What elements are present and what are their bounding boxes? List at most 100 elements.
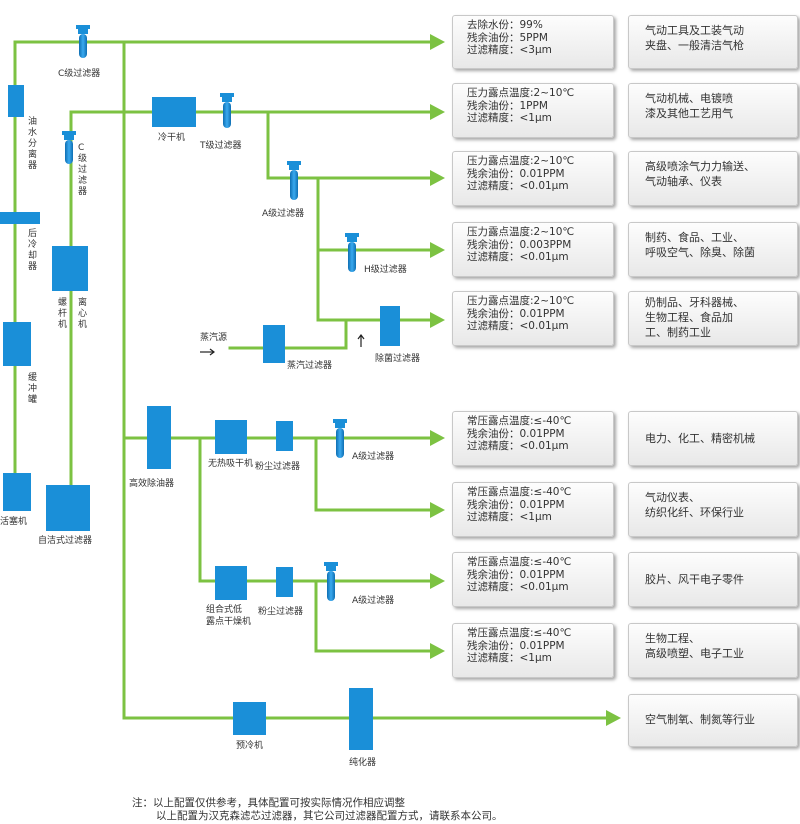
- label-h-filter: H级过滤器: [364, 263, 407, 275]
- buffer-tank: [3, 322, 31, 366]
- spec-box-9: 常压露点温度:≤-40℃ 残余油份：0.01PPM 过滤精度：<1μm: [452, 623, 614, 678]
- app-box-9: 生物工程、 高级喷塑、电子工业: [628, 623, 798, 678]
- spec-line: 过滤精度：<0.01μm: [467, 180, 569, 192]
- spec-box-2: 压力露点温度:2~10℃ 残余油份：1PPM 过滤精度：<1μm: [452, 83, 614, 138]
- filter-h: [345, 233, 359, 272]
- spec-line: 过滤精度：<0.01μm: [467, 320, 569, 332]
- label-a-filter-2: A级过滤器: [352, 450, 394, 462]
- self-cleaning-filter: [46, 485, 90, 531]
- high-eff-oil-remover-unit: [147, 406, 171, 469]
- app-line: 工、制药工业: [645, 326, 711, 339]
- spec-box-8: 常压露点温度:≤-40℃ 残余油份：0.01PPM 过滤精度：<0.01μm: [452, 552, 614, 607]
- sterilizing-filter-unit: [380, 306, 400, 346]
- spec-line: 过滤精度：<1μm: [467, 511, 552, 523]
- label-combined-dryer-1: 组合式低: [206, 603, 242, 615]
- precooler-unit: [233, 702, 266, 735]
- oil-water-separator: [8, 85, 24, 117]
- app-line: 电力、化工、精密机械: [645, 432, 755, 445]
- spec-line: 残余油份：0.01PPM: [467, 639, 565, 652]
- combined-dryer-unit: [215, 566, 247, 600]
- spec-line: 过滤精度：<0.01μm: [467, 251, 569, 263]
- spec-box-3: 压力露点温度:2~10℃ 残余油份：0.01PPM 过滤精度：<0.01μm: [452, 151, 614, 206]
- label-high-eff-oil-remover: 高效除油器: [129, 477, 174, 489]
- label-steam-source: 蒸汽源: [200, 331, 227, 343]
- spec-line: 常压露点温度:≤-40℃: [467, 556, 572, 568]
- spec-line: 常压露点温度:≤-40℃: [467, 486, 572, 498]
- note-line-1: 注：以上配置仅供参考，具体配置可按实际情况作相应调整: [132, 797, 405, 809]
- spec-line: 残余油份：1PPM: [467, 99, 548, 112]
- piston-machine: [3, 473, 31, 511]
- filter-a-3: [324, 562, 338, 601]
- spec-line: 过滤精度：<1μm: [467, 112, 552, 124]
- app-box-5: 奶制品、牙科器械、 生物工程、食品加 工、制药工业: [628, 291, 798, 346]
- app-line: 气动轴承、仪表: [645, 175, 722, 188]
- spec-line: 过滤精度：<1μm: [467, 652, 552, 664]
- component-labels: 油水分离器 后冷却器 缓冲罐 活塞机 螺杆机 离心机 自洁式过滤器 C级过滤器 …: [0, 67, 420, 768]
- app-line: 高级喷塑、电子工业: [645, 647, 744, 660]
- label-heatless-dryer: 无热吸干机: [208, 457, 253, 469]
- label-dust-filter-2: 粉尘过滤器: [258, 605, 303, 617]
- label-piston-machine: 活塞机: [0, 515, 27, 527]
- label-t-filter: T级过滤器: [199, 139, 242, 151]
- spec-box-6: 常压露点温度:≤-40℃ 残余油份：0.01PPM 过滤精度：<0.01μm: [452, 411, 614, 466]
- spec-line: 压力露点温度:2~10℃: [467, 155, 575, 167]
- screw-centrifugal-machine: [52, 246, 88, 291]
- aftercooler: [0, 212, 40, 224]
- app-line: 夹盘、一般清洁气枪: [645, 39, 744, 52]
- filter-t: [220, 93, 234, 128]
- label-buffer-tank: 缓冲罐: [28, 371, 37, 405]
- app-line: 漆及其他工艺用气: [645, 107, 733, 120]
- dust-filter-unit-1: [276, 421, 293, 451]
- app-box-3: 高级喷涂气力力输送、 气动轴承、仪表: [628, 151, 798, 206]
- filter-a: [287, 161, 301, 200]
- spec-line: 残余油份：0.01PPM: [467, 307, 565, 320]
- dryer-unit: [152, 97, 196, 127]
- app-box-last: 空气制氧、制氮等行业: [628, 694, 798, 747]
- app-box-2: 气动机械、电镀喷 漆及其他工艺用气: [628, 83, 798, 138]
- app-box-4: 制药、食品、工业、 呼吸空气、除臭、除菌: [628, 222, 798, 277]
- spec-box-1: 去除水份：99% 残余油份：5PPM 过滤精度：<3μm: [452, 15, 614, 69]
- label-c-filter-top: C级过滤器: [58, 67, 100, 79]
- spec-line: 压力露点温度:2~10℃: [467, 87, 575, 99]
- label-dryer: 冷干机: [158, 131, 185, 143]
- spec-line: 残余油份：0.003PPM: [467, 238, 572, 251]
- app-box-6: 电力、化工、精密机械: [628, 411, 798, 466]
- spec-box-4: 压力露点温度:2~10℃ 残余油份：0.003PPM 过滤精度：<0.01μm: [452, 222, 614, 277]
- spec-line: 残余油份：0.01PPM: [467, 427, 565, 440]
- label-a-filter-3: A级过滤器: [352, 594, 394, 606]
- heatless-dryer-unit: [215, 420, 247, 454]
- app-box-1: 气动工具及工装气动 夹盘、一般清洁气枪: [628, 15, 798, 69]
- note-line-2: 以上配置为汉克森滤芯过滤器，其它公司过滤器配置方式，请联系本公司。: [156, 810, 503, 822]
- purifier-unit: [349, 688, 373, 750]
- spec-line: 压力露点温度:2~10℃: [467, 295, 575, 307]
- filter-c-top: [76, 25, 90, 58]
- label-purifier: 纯化器: [349, 756, 376, 768]
- spec-line: 常压露点温度:≤-40℃: [467, 415, 572, 427]
- spec-line: 残余油份：0.01PPM: [467, 498, 565, 511]
- filter-c-vertical: [62, 131, 76, 164]
- app-line: 空气制氧、制氮等行业: [645, 713, 755, 726]
- pipes: [13, 40, 608, 720]
- steam-arrows: [200, 334, 365, 356]
- label-aftercooler: 后冷却器: [28, 228, 37, 272]
- label-self-cleaning-filter: 自洁式过滤器: [38, 534, 92, 546]
- filter-a-2: [333, 419, 347, 458]
- app-line: 奶制品、牙科器械、: [645, 296, 744, 309]
- spec-line: 常压露点温度:≤-40℃: [467, 627, 572, 639]
- label-oil-water-separator: 油水分离器: [28, 115, 37, 171]
- label-centrifugal-machine: 离心机: [78, 296, 87, 330]
- app-line: 气动机械、电镀喷: [645, 92, 733, 105]
- spec-line: 压力露点温度:2~10℃: [467, 226, 575, 238]
- spec-line: 过滤精度：<0.01μm: [467, 440, 569, 452]
- app-line: 胶片、风干电子零件: [645, 573, 744, 586]
- app-line: 制药、食品、工业、: [645, 231, 744, 244]
- spec-line: 过滤精度：<0.01μm: [467, 581, 569, 593]
- app-line: 气动工具及工装气动: [645, 24, 744, 37]
- label-combined-dryer-2: 露点干燥机: [206, 615, 251, 627]
- spec-line: 残余油份：0.01PPM: [467, 167, 565, 180]
- app-line: 生物工程、: [645, 632, 700, 645]
- spec-box-5: 压力露点温度:2~10℃ 残余油份：0.01PPM 过滤精度：<0.01μm: [452, 291, 614, 346]
- arrow-heads: [430, 34, 621, 726]
